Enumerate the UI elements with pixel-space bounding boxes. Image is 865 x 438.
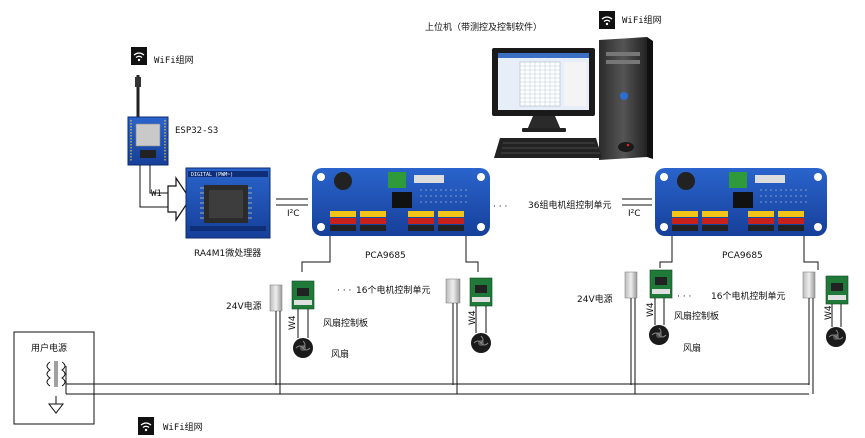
wifi-label-pc: WiFi组网 (622, 14, 662, 26)
psu-24v-a (269, 284, 283, 312)
w4-label-b: W4 (468, 310, 478, 325)
w4-wire-a (297, 309, 309, 338)
wifi-label-bottom: WiFi组网 (163, 421, 203, 433)
w1-wire (139, 165, 168, 208)
wifi-icon-bottom (138, 417, 154, 435)
esp32-board (127, 116, 169, 166)
wire-pca2-fb1 (659, 236, 673, 268)
w4-wire-b (475, 306, 487, 333)
mcu-chip-text: DIGITAL (PWM~) (191, 172, 233, 178)
i2c-label-1: I²C (287, 209, 300, 219)
wifi-icon-pc (599, 11, 615, 29)
psu-24v-d (802, 271, 816, 299)
antenna-icon (135, 75, 141, 118)
dots-unit-c: · · · (677, 292, 691, 302)
fan-board-label-c: 风扇控制板 (674, 310, 719, 322)
wifi-icon-esp (131, 47, 147, 65)
mcu-board: DIGITAL (PWM~) (185, 167, 271, 239)
pca9685-board-1 (312, 168, 490, 236)
w4-label-a: W4 (288, 315, 298, 330)
dots-pca: · · · (493, 202, 507, 212)
wire-pca2-fb2 (803, 236, 819, 270)
pca-label-1: PCA9685 (365, 251, 406, 261)
motor-units-label-c: 16个电机控制单元 (711, 290, 785, 302)
psu-24v-c (624, 271, 638, 299)
fan-board-a (291, 280, 315, 310)
pca9685-board-2 (655, 168, 827, 236)
user-power-label: 用户电源 (31, 342, 67, 354)
psu-24v-b (445, 278, 461, 304)
fan-label-c: 风扇 (683, 342, 701, 354)
pc-tower-icon (599, 37, 653, 160)
fan-board-label-a: 风扇控制板 (323, 317, 368, 329)
w1-wire-2 (149, 165, 168, 194)
wire-pca1-fb2 (465, 236, 479, 272)
w4-label-c: W4 (646, 302, 656, 317)
fan-board-b (469, 277, 493, 307)
host-pc-label: 上位机（带测控及控制软件） (425, 21, 542, 33)
fan-icon-b (471, 333, 491, 353)
keyboard-icon (494, 138, 602, 158)
fan-icon-c (649, 325, 669, 345)
w4-wire-c (654, 298, 665, 325)
mcu-label: RA4M1微处理器 (194, 247, 261, 259)
fan-board-d (825, 275, 849, 305)
transformer-icon (46, 361, 66, 387)
fan-icon-a (293, 338, 313, 358)
dots-unit-a: · · · (337, 286, 351, 296)
esp32-label: ESP32-S3 (175, 126, 218, 136)
fan-icon-d (826, 327, 846, 347)
psu-label-a: 24V电源 (226, 300, 262, 312)
w4-label-d: W4 (824, 305, 834, 320)
w1-label: W1 (151, 189, 162, 199)
ground-icon (47, 396, 65, 414)
w1-arrow (167, 176, 191, 222)
monitor-icon (492, 48, 595, 132)
wire-pca1-fb1 (301, 236, 331, 272)
pca-label-2: PCA9685 (722, 251, 763, 261)
motor-units-label-a: 16个电机控制单元 (356, 284, 430, 296)
fan-board-c (649, 269, 673, 299)
group-units-label: 36组电机组控制单元 (528, 199, 611, 211)
wifi-label-esp: WiFi组网 (154, 54, 194, 66)
psu-return-wires (279, 298, 814, 394)
mouse-icon (618, 142, 634, 152)
psu-label-c: 24V电源 (577, 293, 613, 305)
w4-wire-d (831, 304, 842, 327)
i2c-label-2: I²C (628, 209, 641, 219)
fan-label-a: 风扇 (331, 348, 349, 360)
